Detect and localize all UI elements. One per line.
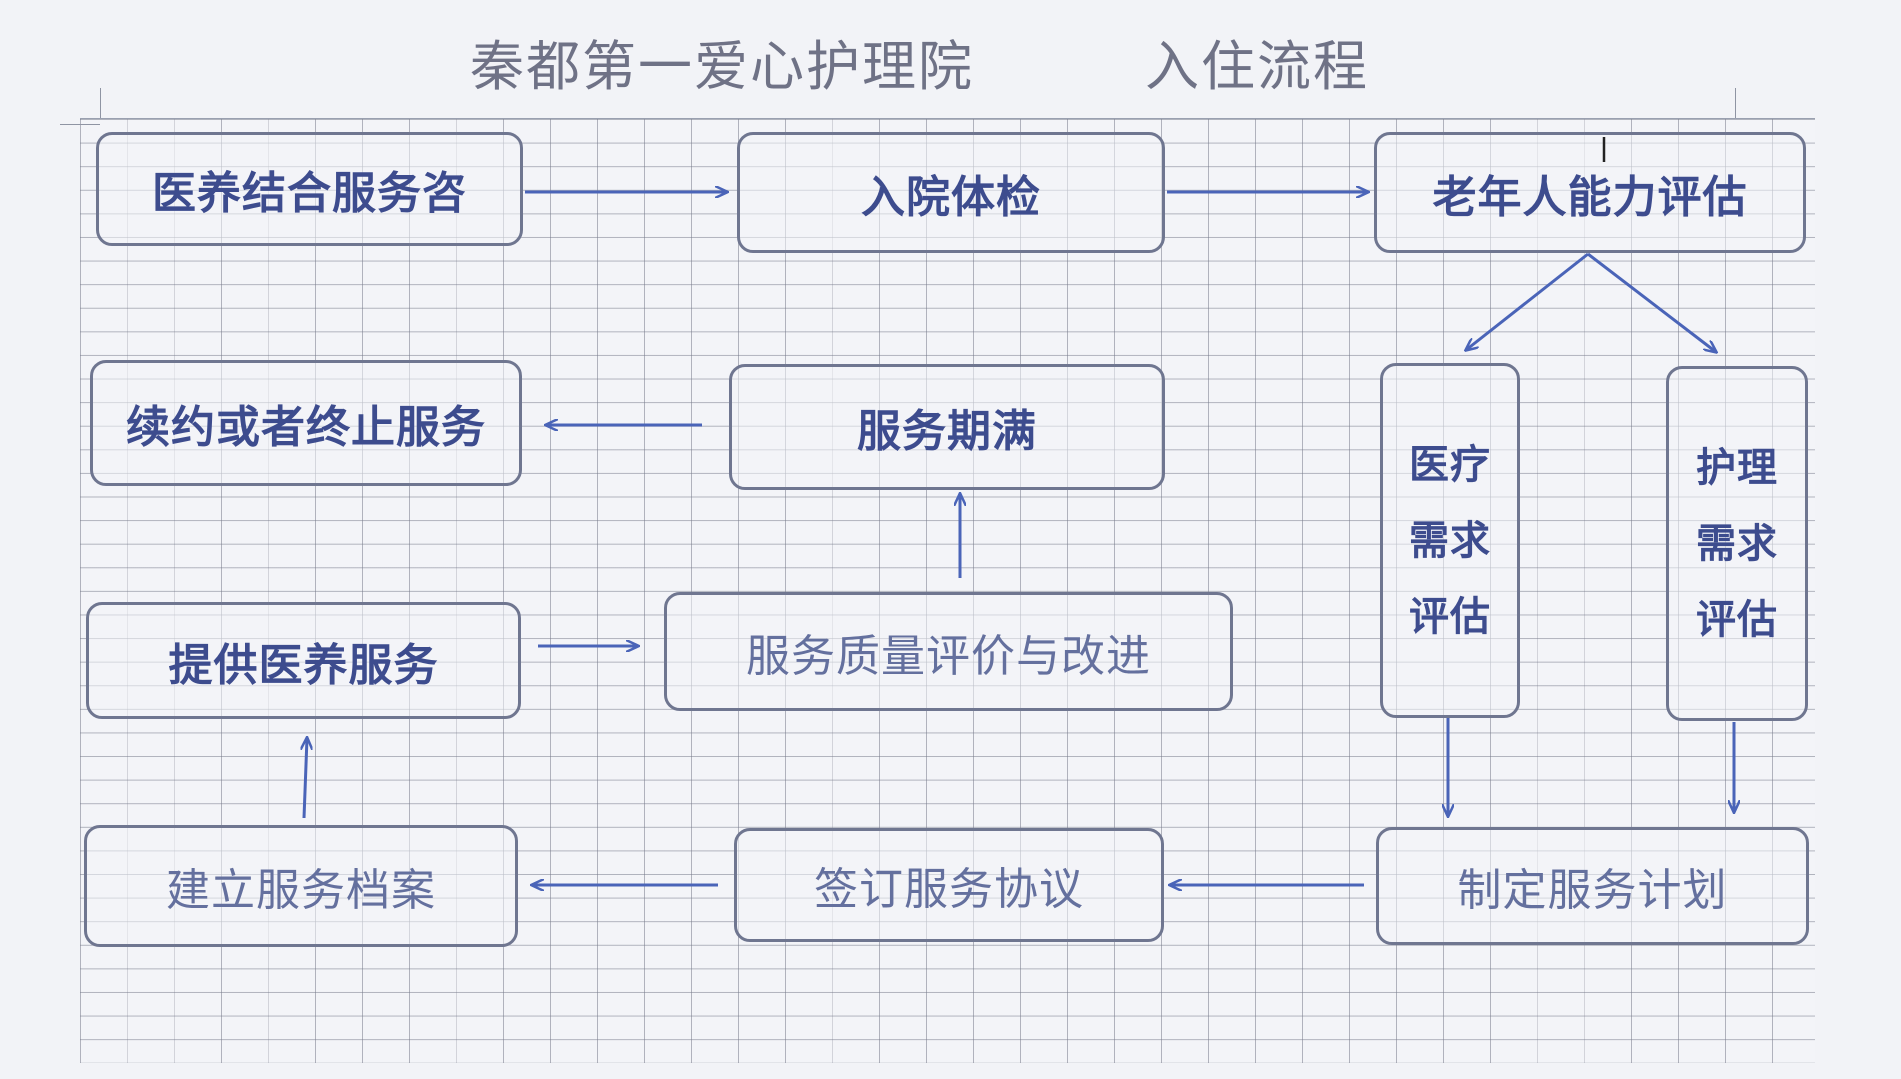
node-medical-line1: 医疗	[1409, 440, 1491, 488]
node-agreement-label: 签订服务协议	[814, 864, 1084, 915]
node-consult-label: 医养结合服务咨	[152, 168, 467, 219]
node-checkup-label: 入院体检	[861, 171, 1041, 223]
node-assessment: 老年人能力评估	[1374, 132, 1806, 253]
node-plan: 制定服务计划	[1376, 827, 1809, 945]
node-provide-label: 提供医养服务	[168, 639, 439, 691]
node-checkup: 入院体检	[737, 132, 1165, 253]
grid-frame-right-tick	[1735, 88, 1736, 118]
node-archive-label: 建立服务档案	[166, 865, 436, 916]
node-medical-line3: 评估	[1409, 592, 1491, 640]
node-nursing-line2: 需求	[1696, 519, 1778, 567]
node-medical-needs: 医疗 需求 评估	[1380, 363, 1520, 718]
node-assessment-label: 老年人能力评估	[1432, 171, 1748, 223]
diagram-title: 秦都第一爱心护理院	[470, 35, 974, 98]
node-plan-label: 制定服务计划	[1457, 865, 1728, 916]
margin-corner-mark	[60, 124, 100, 125]
node-nursing-needs: 护理 需求 评估	[1666, 366, 1808, 721]
node-nursing-line3: 评估	[1696, 595, 1778, 643]
node-agreement: 签订服务协议	[734, 828, 1164, 942]
grid-frame-left-tick	[100, 88, 101, 118]
node-medical-line2: 需求	[1409, 516, 1491, 564]
node-quality: 服务质量评价与改进	[664, 592, 1233, 711]
node-renew: 续约或者终止服务	[90, 360, 522, 486]
node-provide: 提供医养服务	[86, 602, 521, 719]
node-nursing-line1: 护理	[1696, 443, 1778, 491]
node-expire: 服务期满	[729, 364, 1165, 490]
node-archive: 建立服务档案	[84, 825, 518, 947]
node-quality-label: 服务质量评价与改进	[746, 630, 1151, 682]
node-expire-label: 服务期满	[857, 406, 1037, 457]
node-consult: 医养结合服务咨	[96, 132, 523, 246]
node-renew-label: 续约或者终止服务	[126, 402, 486, 453]
diagram-subtitle: 入住流程	[1145, 35, 1369, 98]
